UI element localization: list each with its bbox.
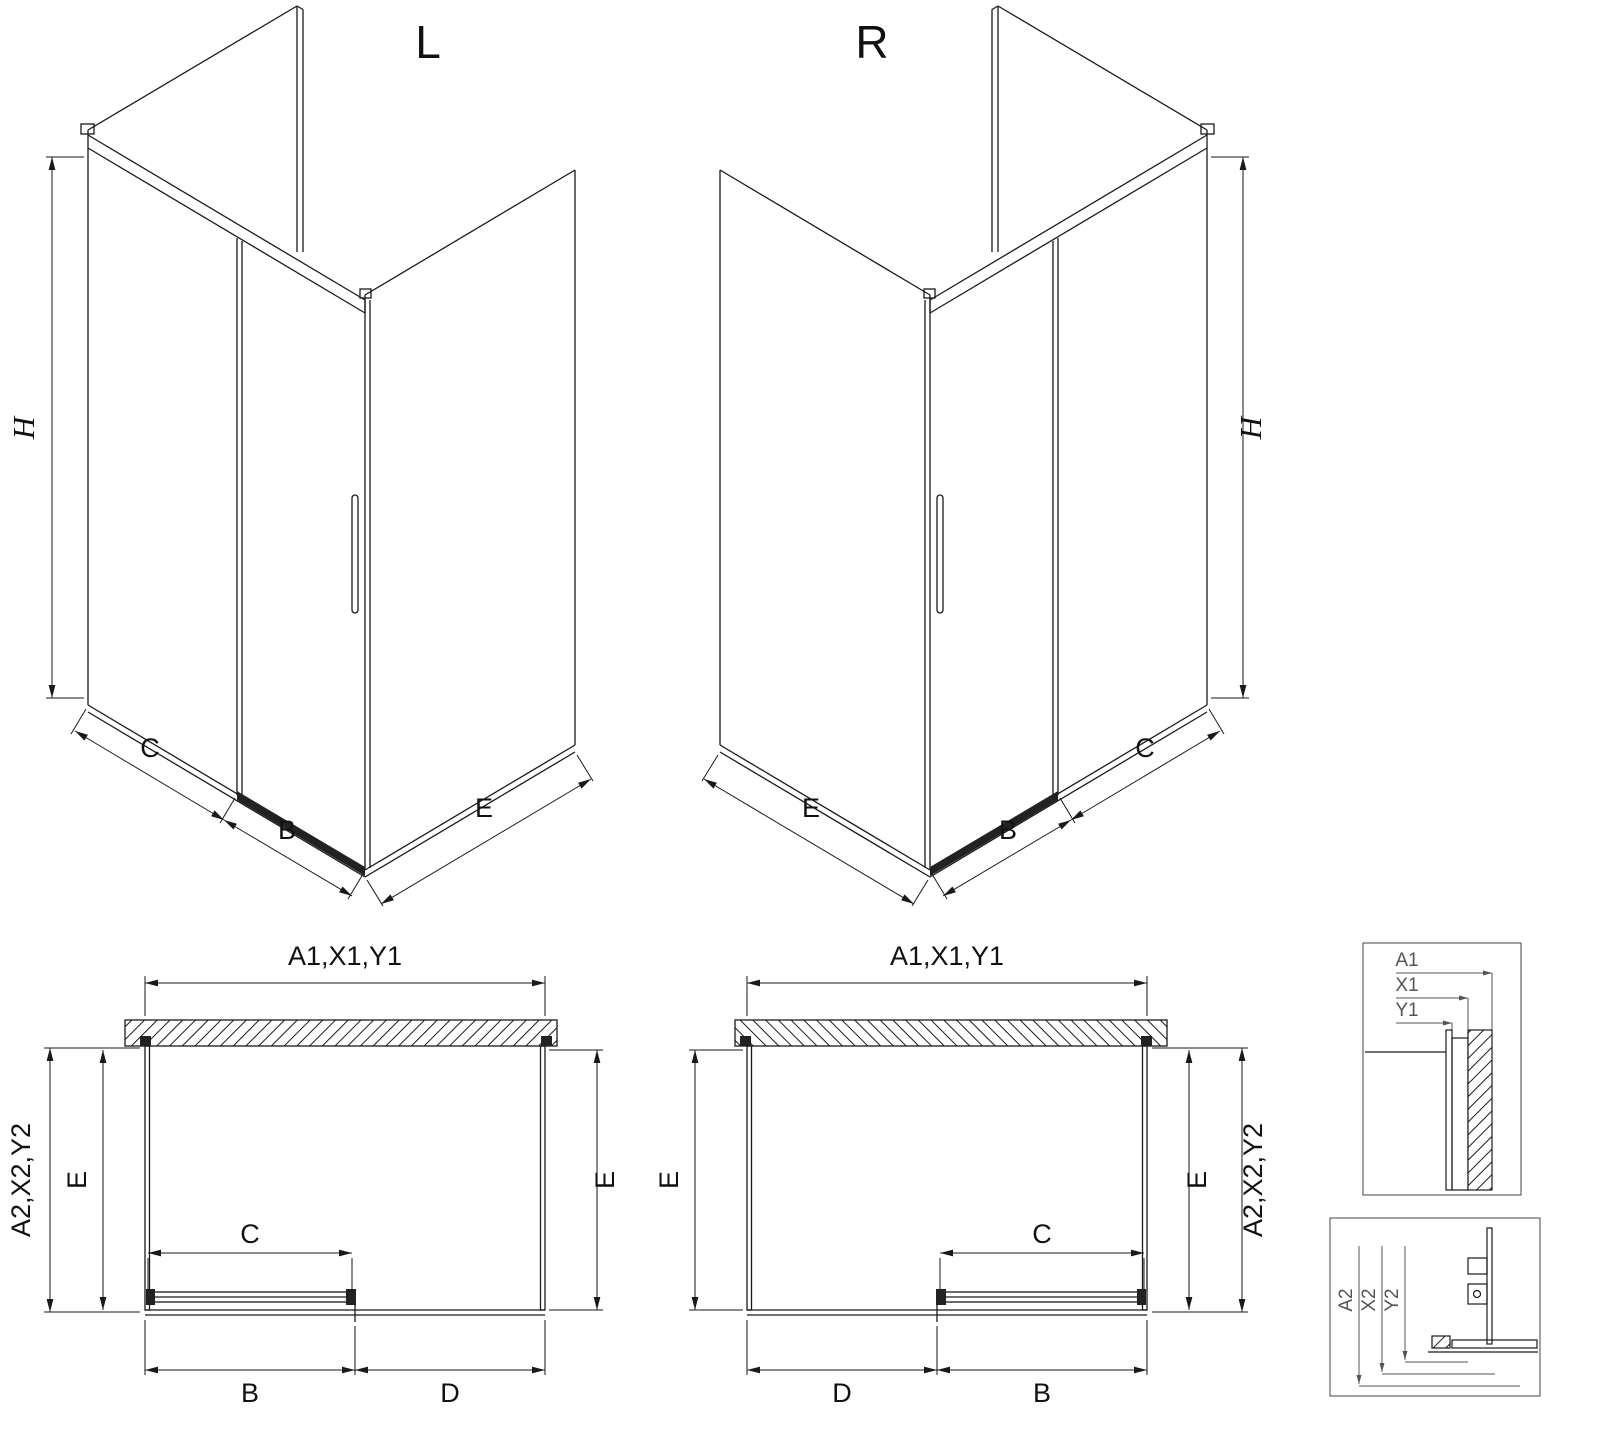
iso-right-dim-c-label: C: [1135, 733, 1155, 763]
plan-left-dim-a2-label: A2,X2,Y2: [6, 1123, 36, 1237]
detail-wall-label-a1: A1: [1395, 950, 1418, 971]
plan-right-dim-e-inner-label: E: [1182, 1171, 1212, 1189]
plan-right-dim-c-label: C: [1032, 1219, 1052, 1249]
iso-left-dim-h-label: H: [6, 415, 41, 440]
iso-right-dim-e-label: E: [802, 793, 820, 823]
detail-floor-view: A2 X2 Y2: [1329, 1217, 1541, 1397]
iso-right-view: R H C B E: [702, 6, 1268, 906]
plan-left-dim-c-label: C: [240, 1219, 260, 1249]
detail-floor-leaders: [1356, 1246, 1520, 1387]
detail-wall-label-y1: Y1: [1395, 1000, 1418, 1021]
detail-wall-frame: [1362, 942, 1522, 1196]
iso-left-dim-c-label: C: [140, 733, 160, 763]
detail-floor-label-x2: X2: [1359, 1288, 1380, 1311]
plan-right-view: A1,X1,Y1 A2,X2,Y2 E E C B D: [654, 941, 1268, 1408]
plan-left-dim-e-outer-label: E: [590, 1171, 620, 1189]
detail-wall-view: A1 X1 Y1: [1362, 942, 1522, 1196]
detail-wall-leaders: [1396, 970, 1493, 1032]
detail-floor-label-a2: A2: [1336, 1288, 1357, 1311]
plan-right-dim-a2-label: A2,X2,Y2: [1238, 1123, 1268, 1237]
iso-left-dim-e-label: E: [475, 793, 493, 823]
iso-right-title: R: [855, 16, 888, 68]
iso-left-geometry: [46, 6, 593, 906]
plan-left-dim-d-label: D: [440, 1378, 460, 1408]
plan-right-dim-b-label: B: [1033, 1378, 1051, 1408]
plan-left-dim-e-inner-label: E: [62, 1171, 92, 1189]
plan-left-dim-a1-label: A1,X1,Y1: [288, 941, 402, 971]
detail-wall-label-x1: X1: [1395, 975, 1418, 996]
plan-left-geometry: [44, 976, 603, 1375]
iso-right-dim-b-label: B: [999, 815, 1017, 845]
plan-left-view: A1,X1,Y1 A2,X2,Y2 E E C B D: [6, 941, 620, 1408]
iso-right-dim-h-label: H: [1233, 415, 1268, 440]
plan-right-dim-e-outer-label: E: [654, 1171, 684, 1189]
wall-profile-section: [1365, 1029, 1493, 1191]
iso-left-view: L H C B E: [6, 6, 593, 906]
plan-right-geometry: [689, 976, 1248, 1375]
plan-right-dim-d-label: D: [832, 1378, 852, 1408]
detail-floor-label-y2: Y2: [1382, 1288, 1403, 1311]
detail-floor-frame: [1329, 1217, 1541, 1397]
plan-right-dim-a1-label: A1,X1,Y1: [890, 941, 1004, 971]
iso-left-dim-b-label: B: [278, 815, 296, 845]
floor-profile-section: [1428, 1227, 1538, 1353]
iso-left-title: L: [415, 16, 441, 68]
iso-right-geometry: [702, 6, 1249, 906]
plan-left-dim-b-label: B: [241, 1378, 259, 1408]
